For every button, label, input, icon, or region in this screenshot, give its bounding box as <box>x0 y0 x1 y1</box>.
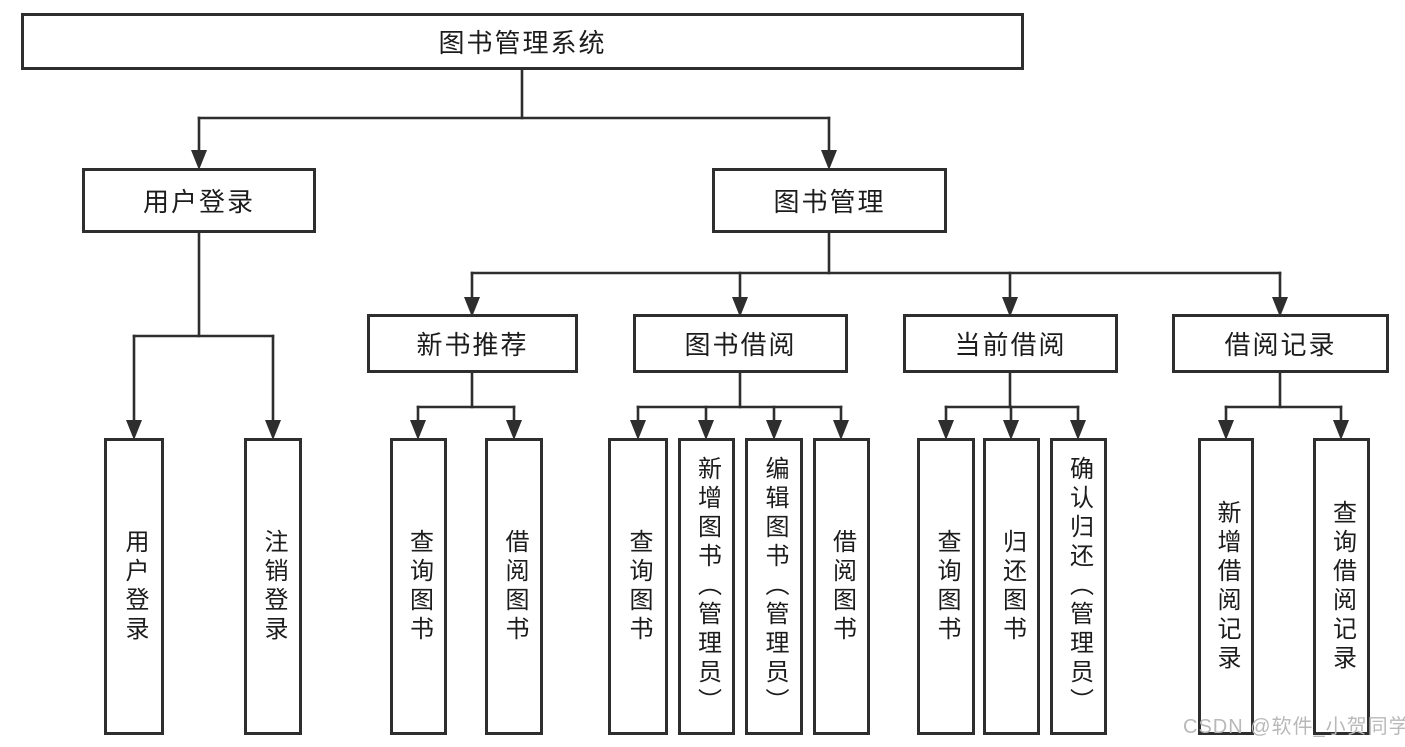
node-user-login: 用户登录 <box>82 168 316 233</box>
csdn-watermark: CSDN @软件_小贺同学 <box>1183 716 1405 738</box>
node-current-borrowing-label: 当前借阅 <box>954 330 1067 360</box>
node-book-management-label: 图书管理 <box>773 187 886 217</box>
connector-user-login <box>126 231 281 440</box>
leaf-borrowing-add-label: 新增图书（管理员） <box>693 456 721 717</box>
leaf-borrowing-edit-label: 编辑图书（管理员） <box>761 456 788 717</box>
leaf-newbooks-query-label: 查询图书 <box>405 528 433 645</box>
node-book-borrowing: 图书借阅 <box>633 314 848 373</box>
leaf-logout-label: 注销登录 <box>260 528 287 645</box>
connector-new-books <box>410 371 522 440</box>
node-new-books-label: 新书推荐 <box>416 330 529 360</box>
node-borrow-records: 借阅记录 <box>1172 314 1389 373</box>
node-new-books: 新书推荐 <box>367 314 578 373</box>
node-book-borrowing-label: 图书借阅 <box>684 330 797 360</box>
connector-root <box>191 68 837 170</box>
leaf-borrowing-query: 查询图书 <box>608 438 668 735</box>
leaf-logout: 注销登录 <box>244 438 302 735</box>
leaf-current-query: 查询图书 <box>917 438 975 735</box>
node-current-borrowing: 当前借阅 <box>903 314 1118 373</box>
connector-borrowing <box>630 371 849 440</box>
leaf-user-login-label: 用户登录 <box>121 528 148 645</box>
node-root: 图书管理系统 <box>21 13 1024 70</box>
node-borrow-records-label: 借阅记录 <box>1224 330 1337 360</box>
connector-book-management <box>464 231 1288 317</box>
leaf-borrowing-borrow: 借阅图书 <box>813 438 870 735</box>
leaf-current-confirm: 确认归还（管理员） <box>1050 438 1107 735</box>
leaf-records-add-label: 新增借阅记录 <box>1213 499 1240 674</box>
leaf-records-query: 查询借阅记录 <box>1313 438 1370 735</box>
leaf-newbooks-borrow: 借阅图书 <box>485 438 543 735</box>
connector-records <box>1218 371 1349 440</box>
leaf-borrowing-edit: 编辑图书（管理员） <box>745 438 803 735</box>
leaf-user-login: 用户登录 <box>104 438 164 735</box>
leaf-borrowing-query-label: 查询图书 <box>625 528 652 645</box>
leaf-newbooks-query: 查询图书 <box>390 438 447 735</box>
leaf-current-return-label: 归还图书 <box>998 528 1026 645</box>
node-root-label: 图书管理系统 <box>438 28 607 58</box>
leaf-newbooks-borrow-label: 借阅图书 <box>501 528 528 645</box>
leaf-records-add: 新增借阅记录 <box>1198 438 1254 735</box>
leaf-current-query-label: 查询图书 <box>933 528 960 645</box>
connector-current <box>938 371 1086 440</box>
leaf-borrowing-borrow-label: 借阅图书 <box>828 528 856 645</box>
leaf-current-return: 归还图书 <box>983 438 1040 735</box>
leaf-current-confirm-label: 确认归还（管理员） <box>1065 456 1093 717</box>
node-book-management: 图书管理 <box>712 168 947 233</box>
leaf-records-query-label: 查询借阅记录 <box>1328 499 1356 674</box>
leaf-borrowing-add: 新增图书（管理员） <box>678 438 735 735</box>
node-user-login-label: 用户登录 <box>142 187 255 217</box>
